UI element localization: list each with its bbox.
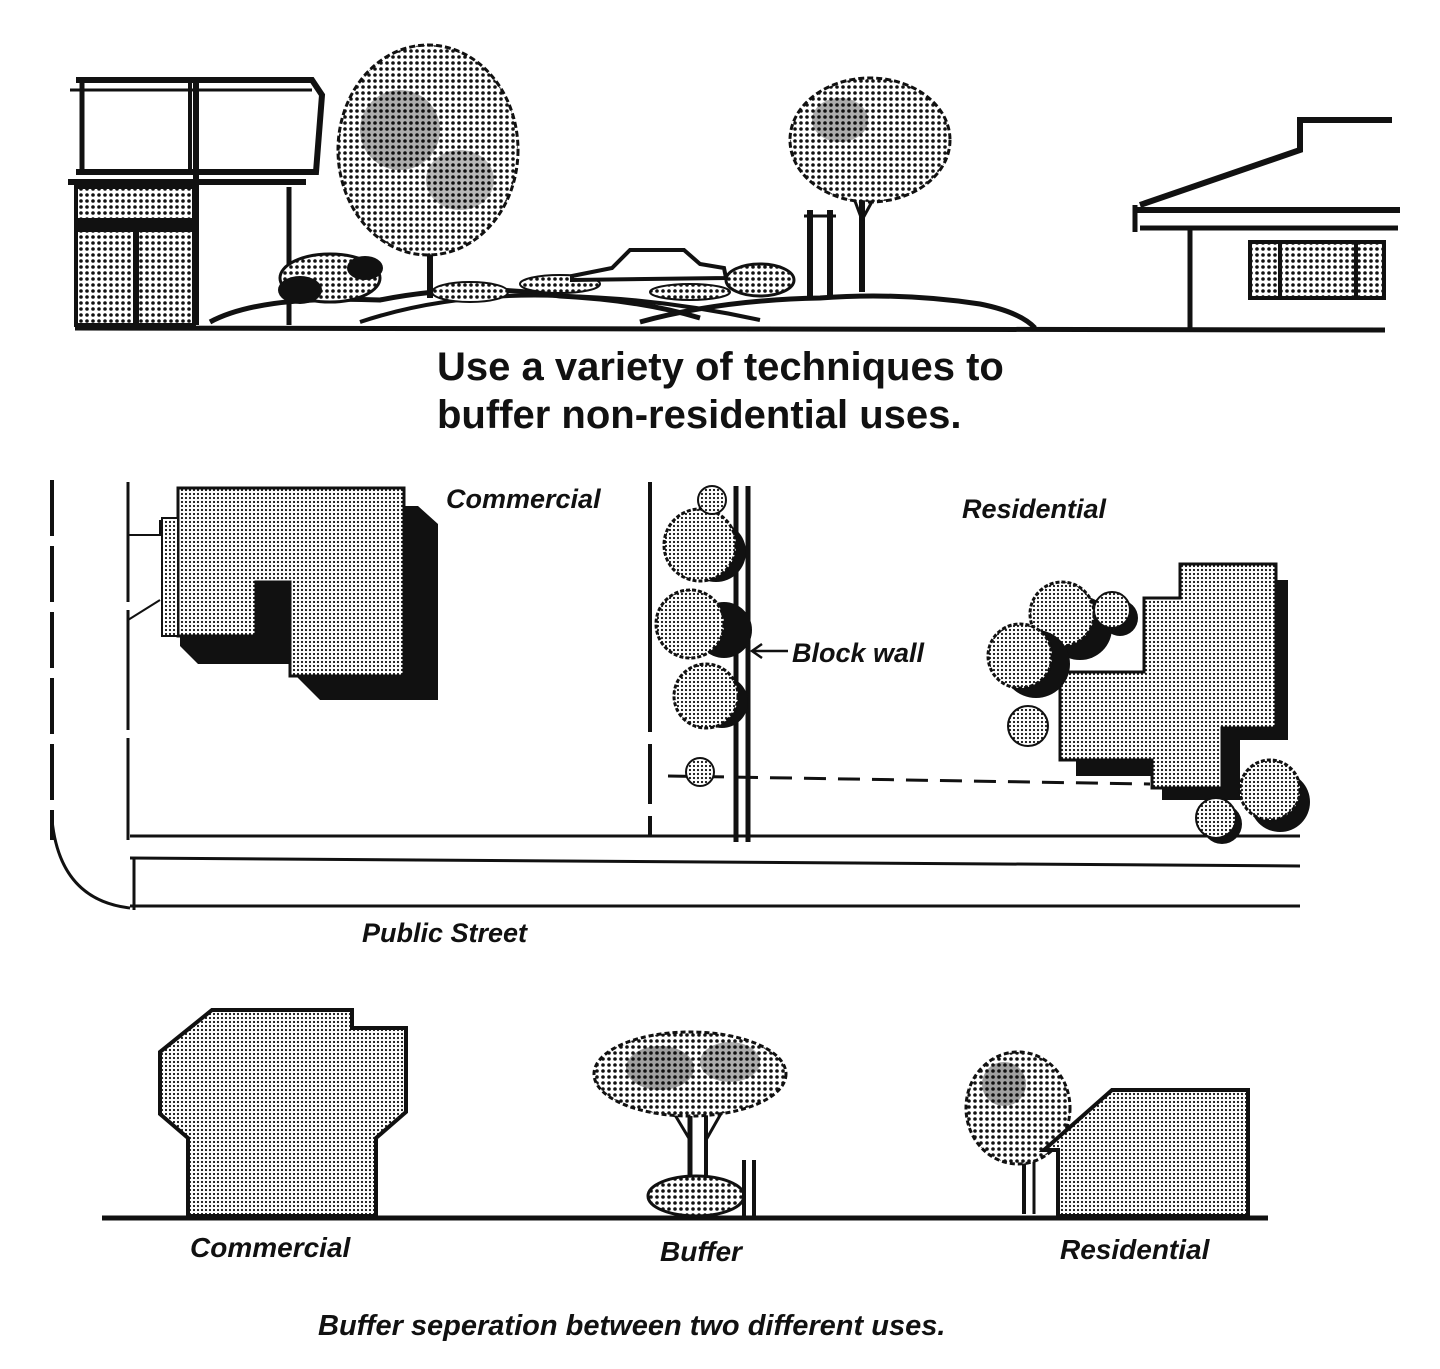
headline-line-1: Use a variety of techniques to bbox=[437, 345, 1004, 389]
elevation-illustration bbox=[68, 43, 1400, 333]
street-curb-curve bbox=[50, 819, 131, 910]
residential-house-section bbox=[1038, 1088, 1250, 1218]
commercial-building-section bbox=[158, 1008, 408, 1218]
tree-elevation-middle bbox=[788, 76, 952, 292]
section-buffer-label: Buffer bbox=[660, 1236, 742, 1267]
buffer-tree-section bbox=[592, 1030, 788, 1218]
block-wall-label: Block wall bbox=[792, 638, 925, 668]
residential-building-footprint bbox=[1058, 562, 1288, 800]
public-street-label: Public Street bbox=[362, 918, 528, 948]
car-silhouette bbox=[570, 248, 729, 283]
section-commercial-label: Commercial bbox=[190, 1232, 351, 1263]
diagram-caption: Buffer seperation between two different … bbox=[318, 1310, 946, 1342]
residential-tree-section bbox=[964, 1050, 1072, 1214]
diagram-headline: Use a variety of techniques to buffer no… bbox=[437, 343, 1004, 439]
headline-line-2: buffer non-residential uses. bbox=[437, 393, 962, 437]
commercial-building-elevation bbox=[68, 77, 326, 327]
buffer-trees-plan bbox=[654, 485, 752, 787]
block-wall-arrow bbox=[749, 642, 788, 660]
tree-elevation-left bbox=[336, 43, 520, 298]
commercial-building-footprint bbox=[161, 486, 438, 700]
residential-house-elevation bbox=[1132, 117, 1400, 330]
plan-residential-label: Residential bbox=[962, 494, 1107, 524]
site-plan bbox=[50, 480, 1310, 910]
plan-commercial-label: Commercial bbox=[446, 484, 601, 514]
berm-shrubs bbox=[278, 252, 796, 304]
fence-posts bbox=[804, 210, 836, 300]
section-illustration bbox=[102, 1008, 1268, 1221]
section-residential-label: Residential bbox=[1060, 1234, 1210, 1265]
residential-trees-plan bbox=[986, 580, 1310, 844]
elevation-ground-line bbox=[74, 325, 1386, 333]
